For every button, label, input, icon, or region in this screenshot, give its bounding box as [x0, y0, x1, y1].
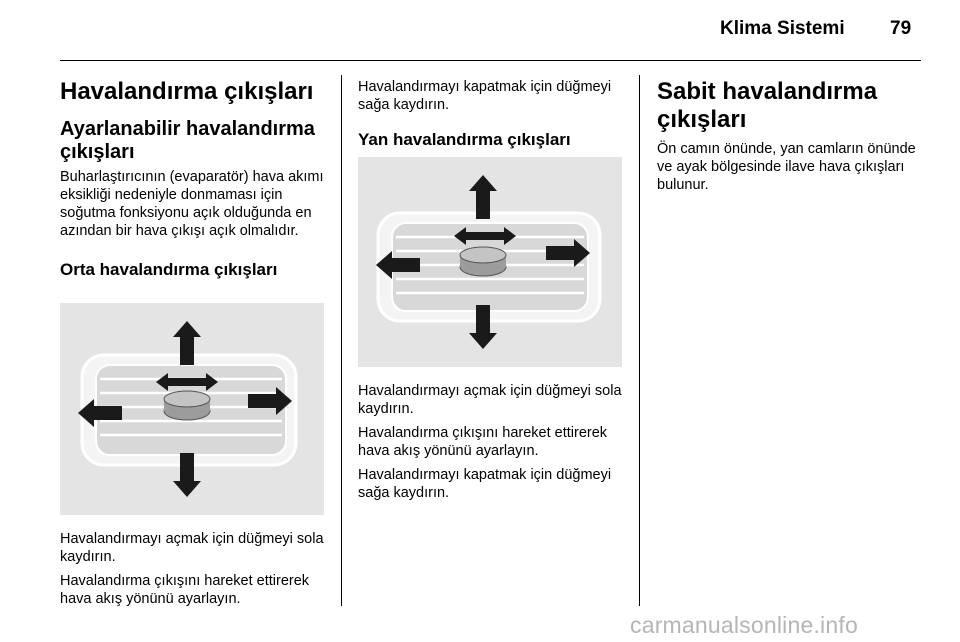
- subsection-title: Ayarlanabilir havalandırma çıkışları: [60, 118, 315, 163]
- arrow-up-icon: [173, 321, 201, 365]
- running-header-title: Klima Sistemi: [720, 18, 845, 39]
- fixed-vents-paragraph: Ön camın önünde, yan camların önünde ve …: [657, 141, 916, 193]
- arrow-right-icon: [248, 387, 292, 415]
- section-title: Havalandırma çıkışları: [60, 78, 314, 105]
- open-instruction: Havalandırmayı açmak için düğmeyi sola k…: [358, 383, 622, 417]
- arrow-down-icon: [469, 305, 497, 349]
- column-3: Sabit havalandırma çıkışları Ön camın ön…: [657, 78, 925, 194]
- intro-paragraph: Buharlaştırıcının (evaparatör) hava akım…: [60, 169, 324, 239]
- center-vents-heading: Orta havalandırma çıkışları: [60, 260, 278, 279]
- close-instruction: Havalandırmayı kapatmak için düğmeyi sağ…: [358, 79, 612, 113]
- column-1-lower: Havalandırmayı açmak için düğmeyi sola k…: [60, 530, 328, 608]
- column-2-lower: Havalandırmayı açmak için düğmeyi sola k…: [358, 382, 626, 502]
- column-2: Havalandırmayı kapatmak için düğmeyi sağ…: [358, 78, 626, 150]
- arrow-up-icon: [469, 175, 497, 219]
- page-number: 79: [890, 18, 912, 39]
- adjust-instruction: Havalandırma çıkışını hareket ettirerek …: [60, 573, 310, 607]
- side-vent-figure: [358, 157, 622, 367]
- close-instruction: Havalandırmayı kapatmak için düğmeyi sağ…: [358, 467, 612, 501]
- arrow-left-icon: [78, 399, 122, 427]
- arrow-left-right-icon: [454, 227, 516, 245]
- fixed-vents-title: Sabit havalandırma çıkışları: [657, 78, 878, 133]
- header-rule: [60, 60, 921, 61]
- adjust-instruction: Havalandırma çıkışını hareket ettirerek …: [358, 425, 608, 459]
- arrow-left-icon: [376, 251, 420, 279]
- arrow-down-icon: [173, 453, 201, 497]
- watermark: carmanualsonline.info: [630, 612, 858, 638]
- center-vent-illustration: [78, 321, 298, 497]
- column-1: Havalandırma çıkışları Ayarlanabilir hav…: [60, 78, 328, 280]
- arrow-left-right-icon: [156, 373, 218, 391]
- open-instruction: Havalandırmayı açmak için düğmeyi sola k…: [60, 531, 324, 565]
- column-divider-1: [341, 75, 342, 606]
- column-divider-2: [639, 75, 640, 606]
- arrow-right-icon: [546, 239, 590, 267]
- side-vents-heading: Yan havalandırma çıkışları: [358, 130, 571, 149]
- center-vent-figure: [60, 303, 324, 515]
- side-vent-illustration: [376, 175, 602, 349]
